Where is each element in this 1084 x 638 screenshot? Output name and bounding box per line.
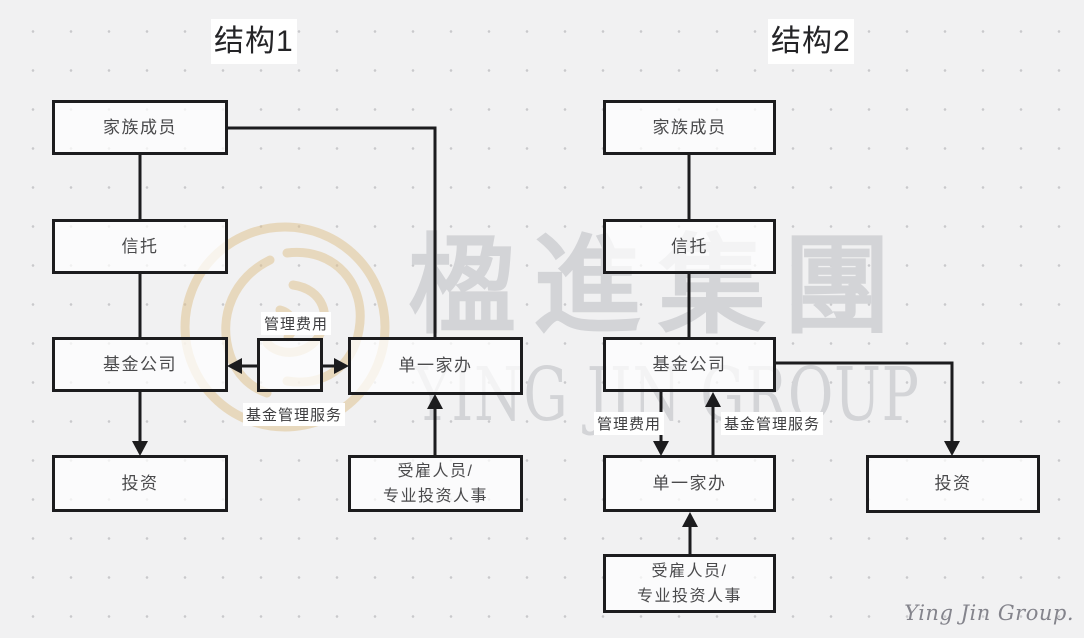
node-fund-company-s1: 基金公司 <box>52 337 228 392</box>
node-fund-company-s2: 基金公司 <box>603 337 776 392</box>
node-single-family-office-s1: 单一家办 <box>348 337 523 395</box>
node-trust-s1: 信托 <box>52 219 228 274</box>
node-investment-s1: 投资 <box>52 455 228 512</box>
label-management-fee-s1: 管理费用 <box>261 312 332 335</box>
label-fund-management-service-s1: 基金管理服务 <box>243 403 346 426</box>
node-trust-s2: 信托 <box>603 219 776 274</box>
node-employees-s2: 受雇人员/ 专业投资人事 <box>603 554 776 613</box>
label-fund-management-service-s2: 基金管理服务 <box>721 412 824 435</box>
node-family-members-s1: 家族成员 <box>52 100 228 155</box>
structure2-title: 结构2 <box>768 19 854 64</box>
node-employees-s2-line1: 受雇人员/ <box>651 562 728 580</box>
node-employees-s1: 受雇人员/ 专业投资人事 <box>348 455 523 512</box>
node-family-members-s2: 家族成员 <box>603 100 776 155</box>
structure1-title: 结构1 <box>211 19 297 64</box>
label-management-fee-s2: 管理费用 <box>594 412 665 435</box>
node-fee-exchange-box-s1 <box>257 338 323 392</box>
signature-watermark: Ying Jin Group. <box>904 601 1074 625</box>
node-employees-s1-line2: 专业投资人事 <box>382 487 488 505</box>
node-employees-s2-line2: 专业投资人事 <box>636 587 742 605</box>
node-employees-s1-line1: 受雇人员/ <box>397 462 474 480</box>
node-single-family-office-s2: 单一家办 <box>603 455 776 512</box>
node-investment-s2: 投资 <box>866 455 1040 513</box>
